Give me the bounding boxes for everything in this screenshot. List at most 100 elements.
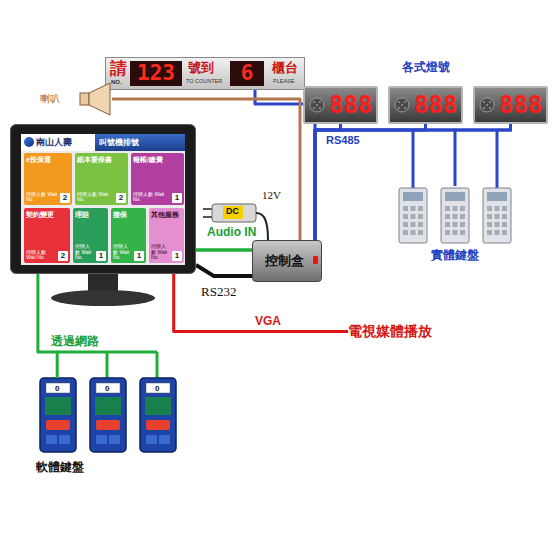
grille-ring <box>310 98 324 112</box>
device-count: 0 <box>155 384 159 393</box>
soft-keypad-group: 軟體鍵盤 <box>30 378 190 474</box>
keypad-wire <box>496 130 499 188</box>
tv-output: 電視媒體播放 <box>348 323 432 340</box>
tile-title: 契約變更 <box>26 210 68 219</box>
menu-tile: 紙本要保書待辦人數 Wait No.2 <box>75 153 128 205</box>
grille-dot <box>489 107 491 109</box>
sign-subword: PLEASE <box>273 78 294 85</box>
wait-caption: 待辦人數 Wait No. <box>26 192 58 204</box>
speaker-grille <box>393 96 411 114</box>
tile-title: 報帳/繳費 <box>133 155 182 164</box>
dc-plug <box>212 204 256 222</box>
company-name: 南山人壽 <box>36 137 72 148</box>
led-digits: 888 <box>329 91 372 119</box>
wait-count: 2 <box>116 193 126 203</box>
wait-caption: 待辦人數 Wait No. <box>151 244 170 261</box>
touch-monitor: 南山人壽叫號機排號e投保通待辦人數 Wait No.2紙本要保書待辦人數 Wai… <box>10 124 196 274</box>
wait-count: 1 <box>172 251 182 261</box>
device-count: 0 <box>105 384 109 393</box>
tile-title: 接保 <box>113 210 144 219</box>
menu-tile: e投保通待辦人數 Wait No.2 <box>24 153 72 205</box>
speaker-cone <box>89 83 110 115</box>
tile-title: e投保通 <box>26 155 70 164</box>
connector <box>315 124 511 240</box>
connector <box>315 124 426 240</box>
grille-dot <box>313 101 315 103</box>
output-label: 電視媒體播放 <box>348 323 432 340</box>
grille-ring <box>480 98 494 112</box>
wait-caption: 待辦人數 Wait No. <box>75 244 94 261</box>
sign-subword: TO COUNTER <box>186 78 222 85</box>
edge-label: 透過網路 <box>50 334 100 348</box>
connector <box>38 274 57 378</box>
keypad <box>483 188 511 243</box>
voltage-label: 12V <box>262 189 281 202</box>
grille-dot <box>313 107 315 109</box>
grille-dot <box>398 101 400 103</box>
keypad <box>399 188 427 243</box>
edge-label: RS232 <box>200 284 237 299</box>
keypad-group: 實體鍵盤 <box>392 186 518 266</box>
speaker-grille <box>308 96 326 114</box>
edge-label: VGA <box>254 314 282 328</box>
wait-count: 1 <box>172 193 182 203</box>
tile-title: 其他服務 <box>151 210 182 219</box>
plug-label: DC <box>226 206 239 217</box>
plug-prong <box>203 216 212 218</box>
sign-subword: NO. <box>111 79 122 86</box>
speaker-icon <box>78 81 112 117</box>
group-heading: 軟體鍵盤 <box>36 460 84 474</box>
soft-keypad <box>40 378 76 452</box>
wait-count: 2 <box>58 251 68 261</box>
keypad-wire <box>412 130 415 188</box>
queue-sign: 請NO. 123 號到 TO COUNTER 6 櫃台 PLEASE <box>105 57 305 90</box>
tile-title: 紙本要保書 <box>77 155 126 164</box>
grille-dot <box>319 107 321 109</box>
grille-dot <box>486 104 488 106</box>
soft-keypad <box>90 378 126 452</box>
wait-count: 1 <box>134 251 144 261</box>
soft-keypad <box>140 378 176 452</box>
led-display: 888 <box>388 86 463 124</box>
grille-dot <box>401 104 403 106</box>
grille-dot <box>316 104 318 106</box>
status-led <box>313 256 318 264</box>
sign-word: 櫃台 <box>272 60 298 76</box>
edge-label: Audio IN <box>206 225 257 239</box>
grille-dot <box>483 101 485 103</box>
menu-tile: 理賠待辦人數 Wait No.1 <box>73 208 108 263</box>
grille-dot <box>489 101 491 103</box>
led-digits: 6 <box>230 61 264 86</box>
grille-dot <box>404 101 406 103</box>
connector <box>315 130 455 240</box>
network-wire <box>106 352 109 378</box>
group-heading: 各式燈號 <box>298 60 554 74</box>
led-digits: 123 <box>130 61 182 86</box>
dc-cable <box>256 213 268 240</box>
wait-caption: 待辦人數 Wait No. <box>77 192 114 204</box>
connector <box>174 274 348 332</box>
menu-tile: 接保待辦人數 Wait No.1 <box>111 208 146 263</box>
box-label: 控制盒 <box>253 253 315 269</box>
led-display: 888 <box>473 86 548 124</box>
group-heading: 實體鍵盤 <box>392 248 518 262</box>
grille-dot <box>404 107 406 109</box>
speaker-grille <box>478 96 496 114</box>
device-count: 0 <box>55 384 59 393</box>
monitor-neck <box>88 273 118 291</box>
app-title: 叫號機排號 <box>99 138 139 148</box>
control-box: 控制盒 <box>252 240 322 282</box>
grille-ring <box>395 98 409 112</box>
led-digits: 888 <box>414 91 457 119</box>
led-display: 888 <box>303 86 378 124</box>
grille-dot <box>398 107 400 109</box>
plug-prong <box>203 208 212 210</box>
wait-caption: 待辦人數 Wait No. <box>133 192 170 204</box>
connector <box>196 265 252 276</box>
keypad <box>441 188 469 243</box>
sign-word: 號到 <box>188 60 214 76</box>
sign-word: 請 <box>110 59 127 79</box>
menu-tile: 其他服務待辦人數 Wait No.1 <box>149 208 184 263</box>
grille-dot <box>483 107 485 109</box>
